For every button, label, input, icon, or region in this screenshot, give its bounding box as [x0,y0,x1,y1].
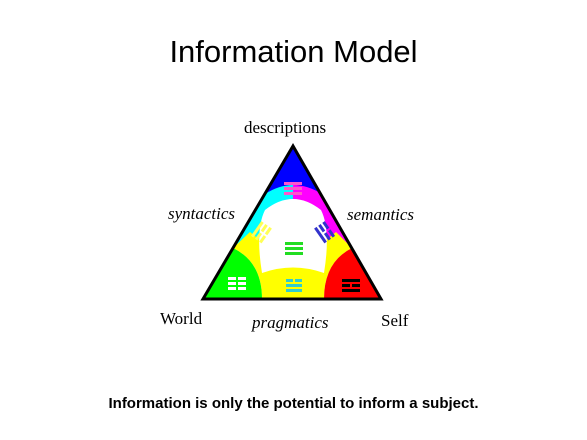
label-semantics: semantics [347,205,415,224]
region-red [324,248,381,299]
label-self: Self [381,311,409,330]
trigram-bottom-mid-icon [286,279,302,292]
region-blue-cap [265,146,322,194]
caption: Information is only the potential to inf… [108,395,479,412]
trigram-right-icon [314,221,336,244]
trigram-bottom-right-icon [342,279,360,292]
region-green [203,248,262,299]
slide-title: Information Model [169,34,418,69]
label-pragmatics: pragmatics [252,313,329,332]
trigram-top-icon [284,182,302,195]
trigram-left-icon [250,221,272,244]
label-world: World [160,309,203,328]
label-syntactics: syntactics [168,204,236,223]
triangle-outline [200,143,384,301]
trigram-bottom-left-icon [228,277,246,290]
trigram-center-icon [285,242,303,255]
region-white-center [259,199,327,273]
label-descriptions: descriptions [244,118,327,137]
